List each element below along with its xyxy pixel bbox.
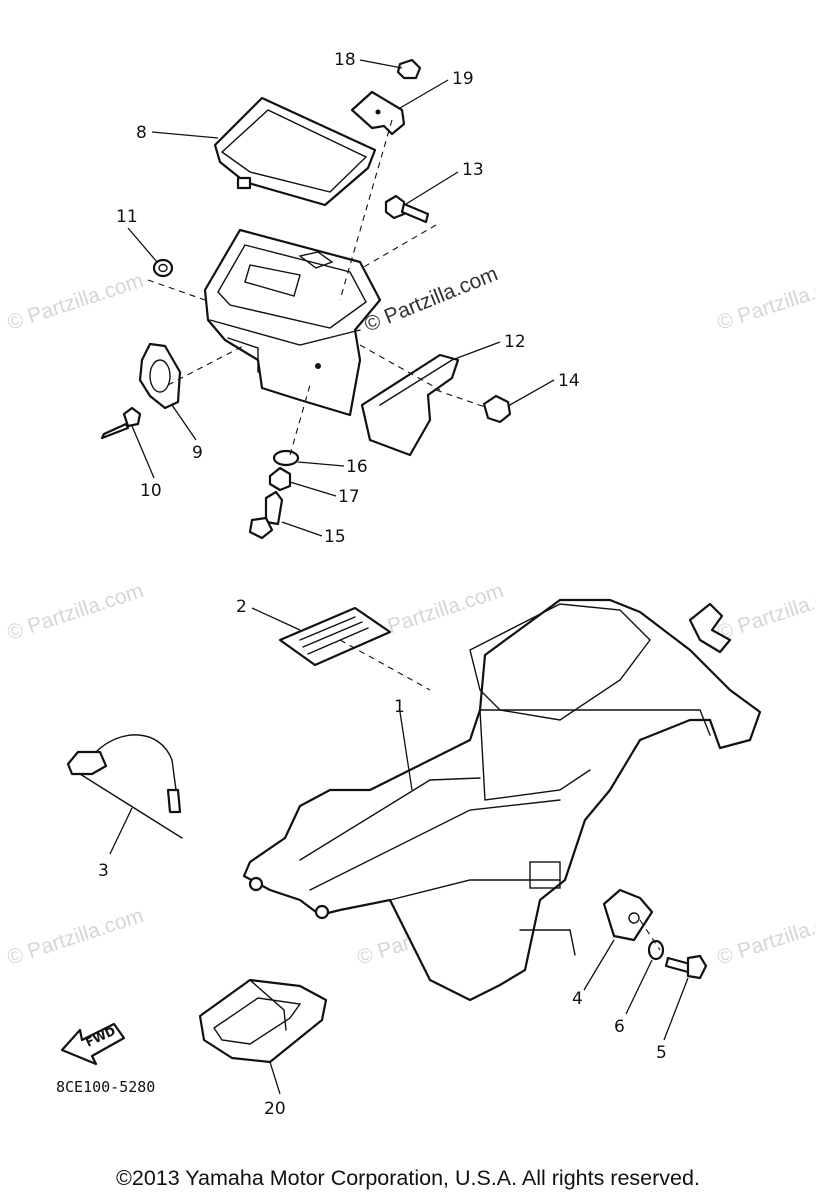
callout-2: 2 [236,597,247,617]
part-5-bolt [664,954,708,980]
part-18-nut [396,58,422,80]
callout-13: 13 [462,160,484,180]
callout-15: 15 [324,527,346,547]
watermark-main: © Partzilla.com [361,262,501,336]
part-20-case [198,978,328,1064]
callout-17: 17 [338,487,360,507]
watermark: © Partzilla.com [4,269,146,335]
leader-lines [109,59,689,1095]
callout-18: 18 [334,50,356,70]
callout-4: 4 [572,989,583,1009]
watermark: © Partzilla.com [714,579,816,645]
callout-3: 3 [98,861,109,881]
watermark: © Partzilla.com [4,579,146,645]
callout-14: 14 [558,371,580,391]
callout-9: 9 [192,443,203,463]
part-19-bracket [350,90,406,136]
part-6-washer [647,939,665,961]
part-3-cable [66,734,183,839]
callout-1: 1 [394,697,405,717]
part-15-bolt [248,490,284,540]
callout-11: 11 [116,207,138,227]
part-1-frame [242,598,762,1002]
callout-5: 5 [656,1043,667,1063]
part-13-bolt [384,194,430,224]
callout-labels: 18 19 8 13 11 12 14 9 10 16 17 15 2 1 3 … [98,50,667,1119]
callout-8: 8 [136,123,147,143]
callout-20: 20 [264,1099,286,1119]
part-16-washer [272,449,300,467]
callout-6: 6 [614,1017,625,1037]
callout-16: 16 [346,457,368,477]
callout-10: 10 [140,481,162,501]
copyright-notice: ©2013 Yamaha Motor Corporation, U.S.A. A… [116,1166,700,1190]
watermark: © Partzilla.com [4,904,146,970]
part-14-nut [482,394,512,424]
part-2-label [278,606,392,667]
callout-12: 12 [504,332,526,352]
part-4-bracket [602,888,654,942]
watermark: © Partzilla.com [714,269,816,335]
part-9-gasket [138,342,182,410]
fwd-arrow: FWD [60,1022,126,1066]
part-10-screw [100,406,142,440]
part-17-collar [268,466,292,492]
part-7-battery-box [203,228,382,417]
watermark: © Partzilla.com [714,904,816,970]
assembly-lines-upper [147,119,489,456]
part-11-grommet [152,258,174,278]
part-12-strap [360,353,460,457]
diagram-code: 8CE100-5280 [56,1078,155,1096]
callout-19: 19 [452,69,474,89]
part-8-cover [213,96,377,207]
